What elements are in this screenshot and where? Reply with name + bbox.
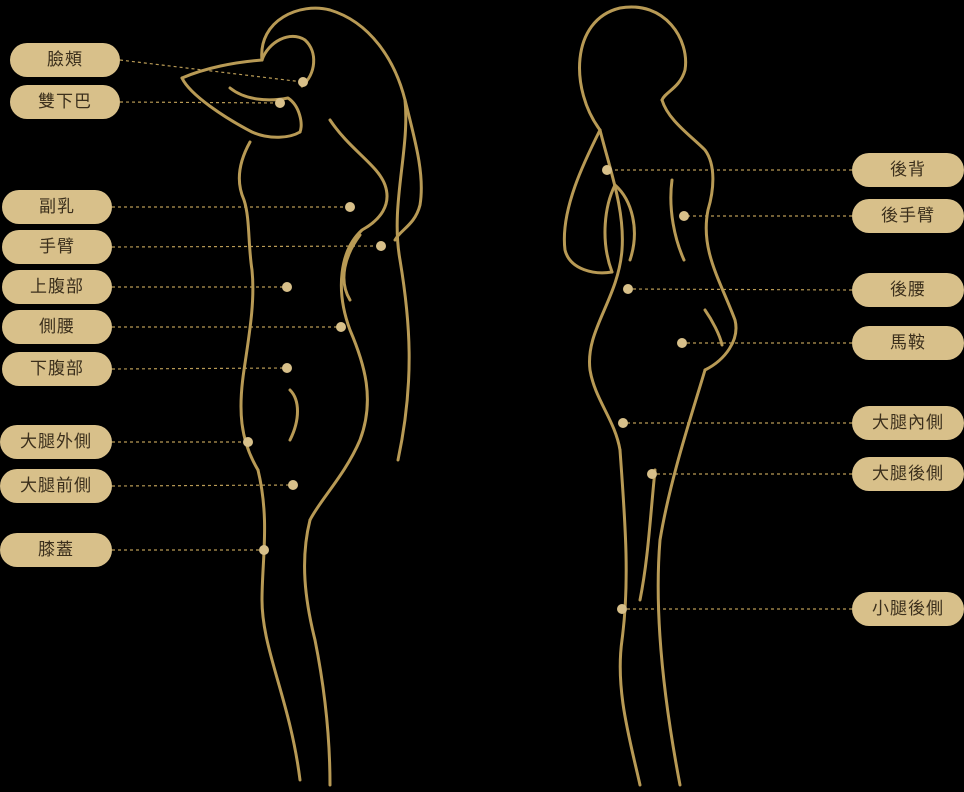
back-marker-dot-0 — [602, 165, 612, 175]
front-marker-dot-0 — [298, 77, 308, 87]
back-label-2: 後腰 — [852, 273, 964, 307]
front-label-3: 手臂 — [2, 230, 112, 264]
back-label-1: 後手臂 — [852, 199, 964, 233]
leader-lines — [111, 59, 853, 610]
front-label-7: 大腿外側 — [0, 425, 112, 459]
front-label-0: 臉頰 — [10, 43, 120, 77]
back-body-outline — [562, 5, 738, 787]
back-marker-dot-2 — [623, 284, 633, 294]
front-label-8: 大腿前側 — [0, 469, 112, 503]
front-marker-dot-4 — [282, 282, 292, 292]
front-label-9: 膝蓋 — [0, 533, 112, 567]
front-label-2: 副乳 — [2, 190, 112, 224]
back-label-0: 後背 — [852, 153, 964, 187]
front-leader-line-0 — [119, 59, 304, 83]
back-label-5: 大腿後側 — [852, 457, 964, 491]
front-marker-dot-5 — [336, 322, 346, 332]
back-marker-dot-4 — [618, 418, 628, 428]
back-label-4: 大腿內側 — [852, 406, 964, 440]
front-label-5: 側腰 — [2, 310, 112, 344]
back-marker-dot-1 — [679, 211, 689, 221]
back-label-6: 小腿後側 — [852, 592, 964, 626]
front-marker-dot-9 — [259, 545, 269, 555]
front-leader-line-8 — [111, 484, 294, 487]
front-label-1: 雙下巴 — [10, 85, 120, 119]
back-marker-dot-6 — [617, 604, 627, 614]
front-marker-dot-1 — [275, 98, 285, 108]
marker-dots — [243, 77, 689, 614]
front-marker-dot-6 — [282, 363, 292, 373]
front-leader-line-3 — [111, 245, 382, 248]
back-leader-line-2 — [627, 288, 853, 291]
front-label-6: 下腹部 — [2, 352, 112, 386]
front-label-4: 上腹部 — [2, 270, 112, 304]
front-leader-line-1 — [119, 101, 281, 104]
front-marker-dot-7 — [243, 437, 253, 447]
front-body-outline — [180, 6, 423, 787]
back-marker-dot-3 — [677, 338, 687, 348]
front-leader-line-6 — [111, 367, 288, 370]
back-label-3: 馬鞍 — [852, 326, 964, 360]
front-marker-dot-3 — [376, 241, 386, 251]
front-marker-dot-8 — [288, 480, 298, 490]
front-marker-dot-2 — [345, 202, 355, 212]
back-marker-dot-5 — [647, 469, 657, 479]
